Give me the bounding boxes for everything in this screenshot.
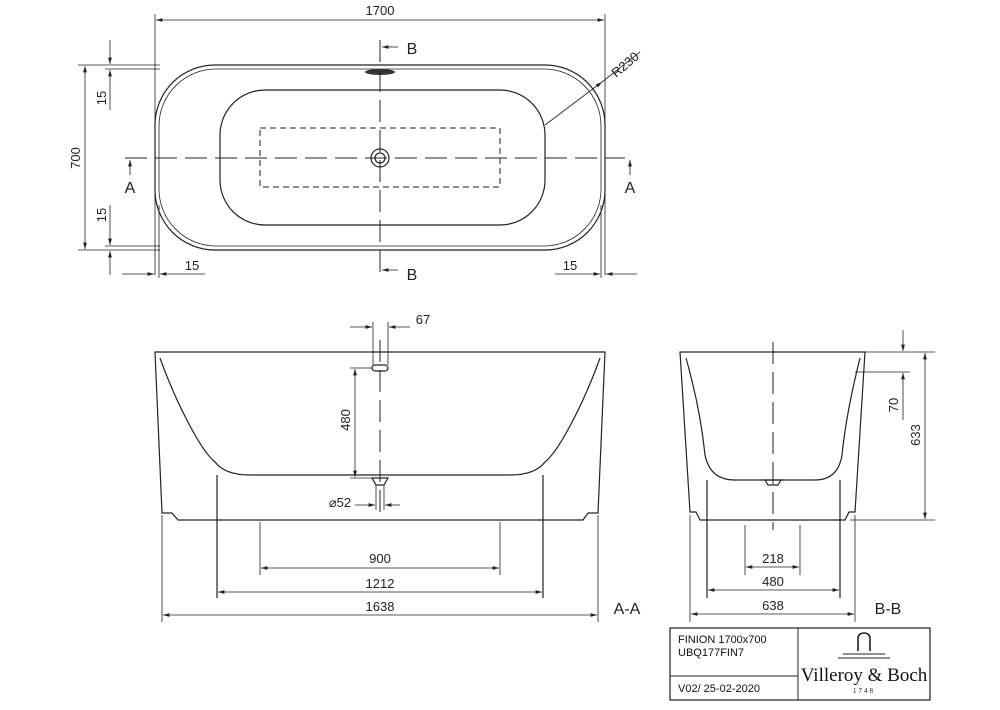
- dimension-rim-depth: 70: [886, 398, 901, 412]
- section-bb-label: B-B: [875, 601, 902, 618]
- brand-name: Villeroy & Boch: [801, 665, 928, 686]
- dimension-rim-right: 15: [563, 258, 577, 273]
- dimension-length: 1700: [366, 3, 395, 18]
- dimension-rim-left: 15: [185, 258, 199, 273]
- radius-leader: [544, 81, 603, 126]
- dimension-base-width: 638: [762, 598, 784, 613]
- dimension-inner-feet: 218: [762, 551, 784, 566]
- section-label-a-left: A: [125, 180, 136, 197]
- dimension-drain-diameter: ⌀52: [329, 495, 351, 510]
- dimension-overflow-height: 480: [338, 409, 353, 431]
- tub-profile-outer: [154, 351, 606, 521]
- dimension-rim-bottom: 15: [94, 208, 109, 222]
- tub-profile-outer: [679, 351, 866, 521]
- section-label-b-top: B: [407, 41, 418, 58]
- dimension-height: 633: [908, 424, 923, 446]
- brand-logo-icon: [838, 632, 890, 659]
- radius-leader-tail: [601, 51, 641, 83]
- brand-year: 1748: [853, 687, 875, 695]
- section-bb-view: 70 633 218 480 638 B-B: [679, 330, 935, 622]
- title-block-frame: [669, 627, 931, 701]
- product-name: FINION 1700x700: [678, 634, 767, 646]
- basin-floor-hidden: [259, 127, 501, 188]
- dimension-base-length: 1638: [366, 599, 395, 614]
- top-view: 1700 700 15 15 15 15 R230 A A B: [68, 3, 642, 284]
- section-aa-view: 67 480 ⌀52 900 1212 1638 A-A: [154, 312, 641, 622]
- dimension-outer-feet: 480: [762, 574, 784, 589]
- dimension-overflow-offset: 67: [416, 312, 430, 327]
- dimension-outer-feet: 1212: [366, 576, 395, 591]
- product-code: UBQ177FIN7: [678, 647, 744, 659]
- dimension-inner-feet: 900: [369, 551, 391, 566]
- dimension-radius: R230: [608, 49, 641, 80]
- title-block: FINION 1700x700 UBQ177FIN7 V02/ 25-02-20…: [669, 627, 931, 701]
- dimension-rim-top: 15: [94, 91, 109, 105]
- section-label-a-right: A: [625, 180, 636, 197]
- section-label-b-bottom: B: [407, 267, 418, 284]
- section-aa-label: A-A: [614, 601, 641, 618]
- version-date: V02/ 25-02-2020: [678, 683, 760, 695]
- dimension-width: 700: [68, 147, 83, 169]
- drain-icon: [763, 479, 783, 486]
